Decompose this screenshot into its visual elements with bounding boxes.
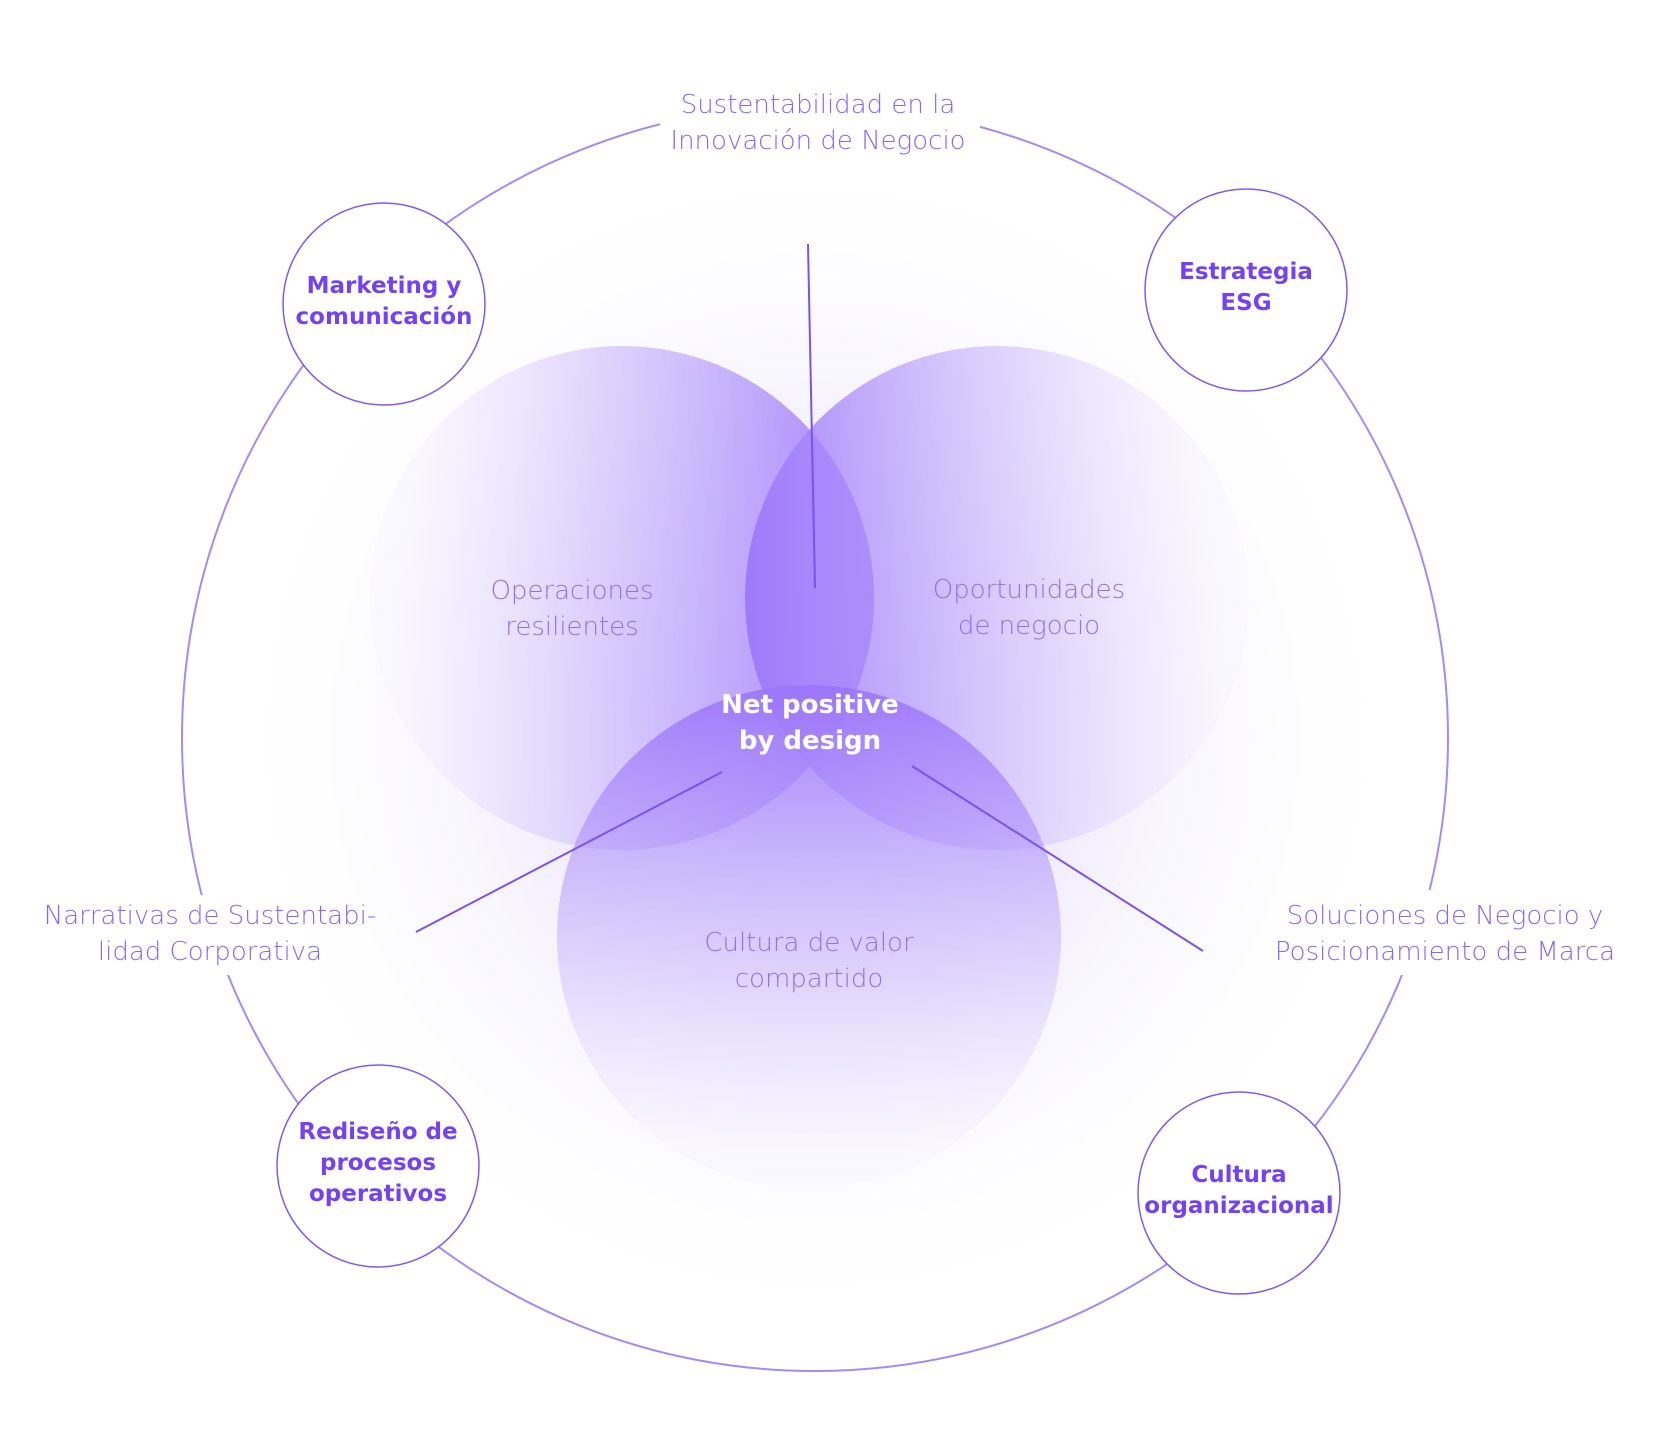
node-label-cultura: Cultura organizacional [1144, 1162, 1334, 1219]
node-circle-procesos [276, 1064, 480, 1268]
label-cultura-valor: Cultura de valor compartido [704, 928, 914, 994]
node-circle-marketing [282, 202, 486, 406]
venn-circle-cultura [557, 685, 1061, 1189]
ring-gap-right [1385, 890, 1475, 975]
label-net-positive: Net positive by design [721, 690, 899, 756]
node-label-marketing: Marketing y comunicación [295, 273, 473, 330]
ring-gap-left [150, 895, 240, 975]
label-operaciones-resilientes: Operaciones resilientes [490, 576, 654, 642]
label-oportunidades-negocio: Oportunidades de negocio [932, 575, 1126, 641]
connector-left [415, 771, 723, 933]
node-circle-cultura [1137, 1091, 1341, 1295]
node-circle-esg [1144, 188, 1348, 392]
connector-top [807, 243, 816, 589]
connector-right [911, 765, 1204, 952]
node-label-esg: Estrategia ESG [1179, 259, 1313, 316]
label-soluciones-negocio: Soluciones de Negocio y Posicionamiento … [1274, 901, 1616, 967]
ring-gap-top [660, 95, 980, 165]
label-sustentabilidad-innovacion: Sustentabilidad en la Innovación de Nego… [670, 90, 966, 156]
node-label-procesos: Rediseño de procesos operativos [298, 1119, 458, 1207]
label-narrativas-sustentabilidad: Narrativas de Sustentabi- lidad Corporat… [43, 901, 377, 967]
